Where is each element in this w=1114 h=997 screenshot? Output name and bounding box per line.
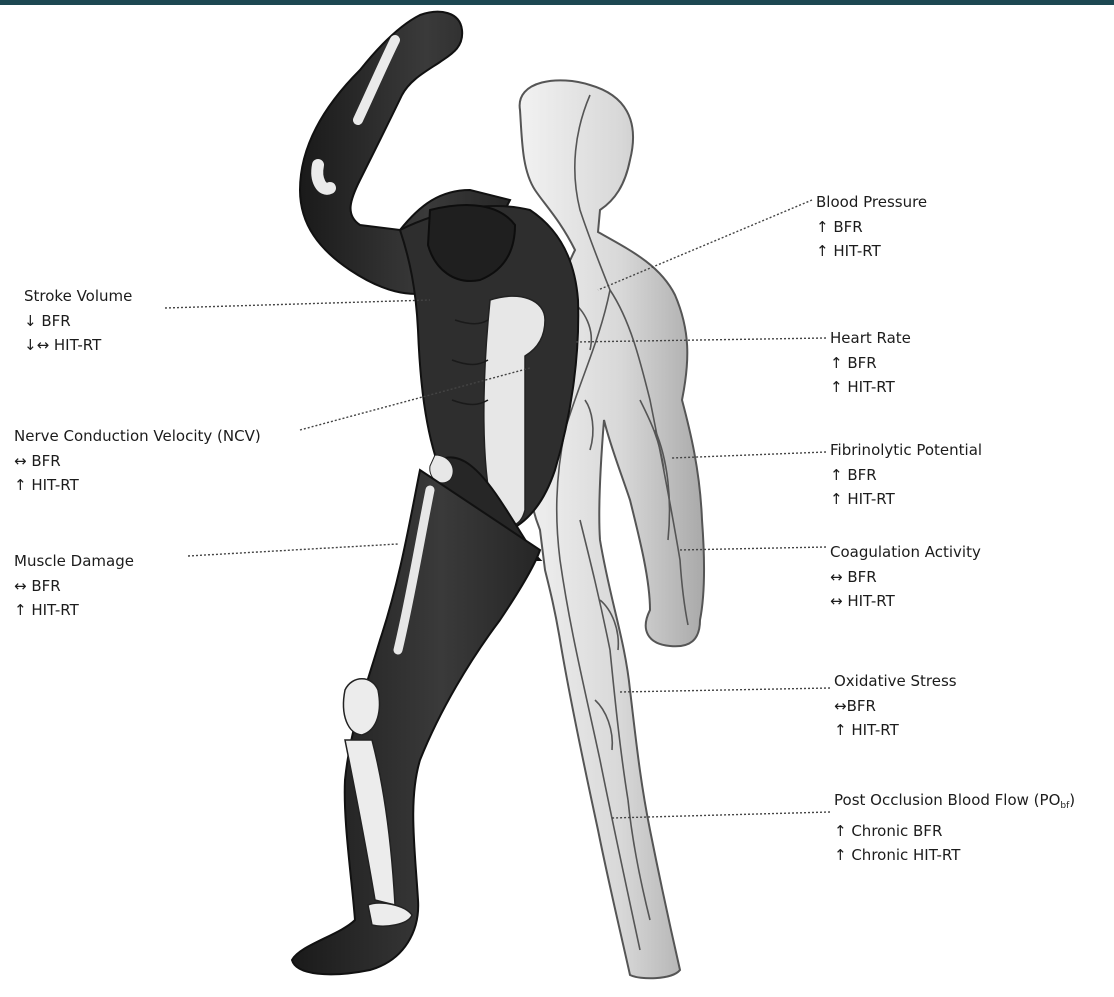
post-occlusion-title: Post Occlusion Blood Flow (PObf) bbox=[834, 788, 1075, 819]
oxidative-title: Oxidative Stress bbox=[834, 669, 957, 694]
head bbox=[520, 80, 704, 978]
label-stroke-volume: Stroke Volume ↓ BFR ↓↔ HIT-RT bbox=[24, 284, 132, 358]
blood-pressure-bfr: ↑ BFR bbox=[816, 215, 927, 240]
ncv-title: Nerve Conduction Velocity (NCV) bbox=[14, 424, 261, 449]
stroke-volume-hitrt: ↓↔ HIT-RT bbox=[24, 333, 132, 358]
post-occlusion-title-main: Post Occlusion Blood Flow (PO bbox=[834, 791, 1060, 809]
oxidative-hitrt: ↑ HIT-RT bbox=[834, 718, 957, 743]
ncv-hitrt: ↑ HIT-RT bbox=[14, 473, 261, 498]
ncv-bfr: ↔ BFR bbox=[14, 449, 261, 474]
muscle-damage-title: Muscle Damage bbox=[14, 549, 134, 574]
muscle-damage-hitrt: ↑ HIT-RT bbox=[14, 598, 134, 623]
stroke-volume-bfr: ↓ BFR bbox=[24, 309, 132, 334]
label-muscle-damage: Muscle Damage ↔ BFR ↑ HIT-RT bbox=[14, 549, 134, 623]
muscle-damage-bfr: ↔ BFR bbox=[14, 574, 134, 599]
post-occlusion-bfr: ↑ Chronic BFR bbox=[834, 819, 1075, 844]
label-heart-rate: Heart Rate ↑ BFR ↑ HIT-RT bbox=[830, 326, 911, 400]
coagulation-title: Coagulation Activity bbox=[830, 540, 981, 565]
label-post-occlusion-blood-flow: Post Occlusion Blood Flow (PObf) ↑ Chron… bbox=[834, 788, 1075, 868]
coagulation-hitrt: ↔ HIT-RT bbox=[830, 589, 981, 614]
coagulation-bfr: ↔ BFR bbox=[830, 565, 981, 590]
heart-rate-bfr: ↑ BFR bbox=[830, 351, 911, 376]
fibrinolytic-bfr: ↑ BFR bbox=[830, 463, 982, 488]
oxidative-bfr: ↔BFR bbox=[834, 694, 957, 719]
label-oxidative-stress: Oxidative Stress ↔BFR ↑ HIT-RT bbox=[834, 669, 957, 743]
post-occlusion-hitrt: ↑ Chronic HIT-RT bbox=[834, 843, 1075, 868]
fibrinolytic-title: Fibrinolytic Potential bbox=[830, 438, 982, 463]
label-coagulation-activity: Coagulation Activity ↔ BFR ↔ HIT-RT bbox=[830, 540, 981, 614]
heart-rate-hitrt: ↑ HIT-RT bbox=[830, 375, 911, 400]
blood-pressure-title: Blood Pressure bbox=[816, 190, 927, 215]
vascular-half bbox=[520, 80, 704, 978]
post-occlusion-title-close: ) bbox=[1069, 791, 1075, 809]
fibrinolytic-hitrt: ↑ HIT-RT bbox=[830, 487, 982, 512]
label-nerve-conduction-velocity: Nerve Conduction Velocity (NCV) ↔ BFR ↑ … bbox=[14, 424, 261, 498]
post-occlusion-title-sub: bf bbox=[1060, 801, 1069, 811]
blood-pressure-hitrt: ↑ HIT-RT bbox=[816, 239, 927, 264]
label-blood-pressure: Blood Pressure ↑ BFR ↑ HIT-RT bbox=[816, 190, 927, 264]
heart-rate-title: Heart Rate bbox=[830, 326, 911, 351]
stroke-volume-title: Stroke Volume bbox=[24, 284, 132, 309]
label-fibrinolytic-potential: Fibrinolytic Potential ↑ BFR ↑ HIT-RT bbox=[830, 438, 982, 512]
